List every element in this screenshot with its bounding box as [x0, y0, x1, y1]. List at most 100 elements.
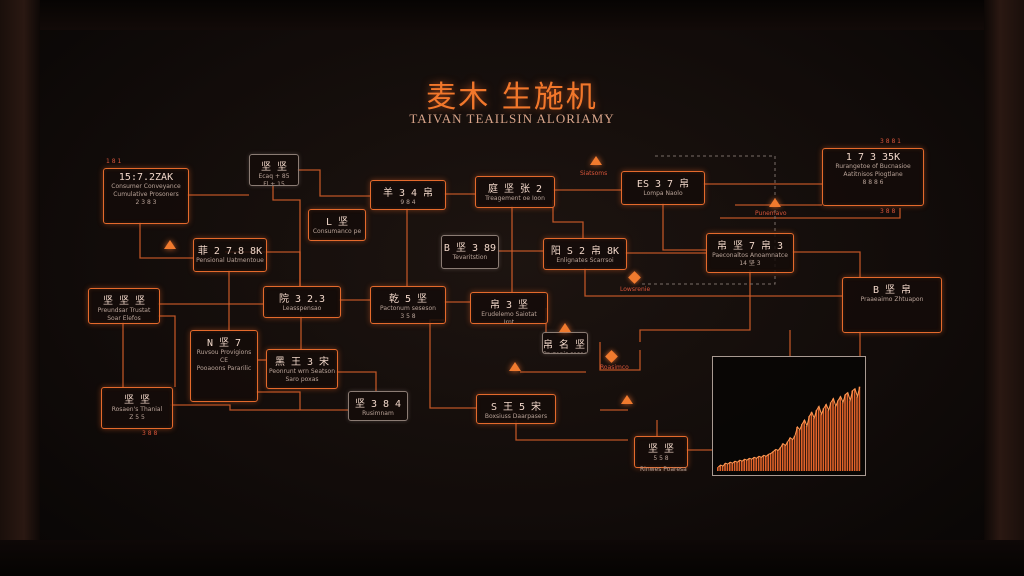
diagram-subtitle: TAIVAN TEAILSIN ALORIAMY — [409, 111, 615, 126]
node-title: 坚 坚 — [123, 395, 151, 406]
node-detail: 8 8 8 6 — [862, 179, 884, 186]
connector-line — [720, 208, 901, 219]
chart-bar — [820, 414, 822, 471]
chart-bar — [733, 461, 736, 471]
chart-bar — [808, 416, 810, 471]
node-title: 院 3 2.3 — [278, 294, 326, 305]
node-detail: Lompa Naolo — [643, 190, 683, 197]
chart-bar — [851, 390, 853, 471]
chart-bar — [839, 396, 841, 471]
node-detail: 9 8 4 — [400, 199, 416, 206]
chart-bar — [813, 418, 815, 471]
node-title: 坚 坚 — [260, 162, 288, 173]
tag-label: 3 8 8 — [880, 208, 896, 215]
tag-label: 1 8 1 — [106, 158, 122, 165]
chart-bar — [741, 461, 743, 471]
node-detail: Erudelemo Saiotat — [481, 311, 537, 318]
chart-bar — [717, 467, 719, 471]
chart-bar — [784, 445, 786, 471]
node-detail: 2 3 8 3 — [135, 199, 157, 206]
chart-bar — [853, 388, 856, 471]
chart-bar — [753, 457, 755, 471]
chart-bar — [736, 462, 738, 471]
connector-line — [429, 319, 476, 409]
node-detail: Ecaq + 85 — [258, 173, 290, 180]
node-detail: Preundsar Trustat — [97, 307, 151, 314]
chart-bar — [793, 435, 796, 471]
chart-bar — [745, 460, 748, 471]
chart-bar — [856, 396, 858, 471]
node-detail: CE — [220, 357, 228, 364]
node-title: 庭 坚 张 2 — [487, 184, 543, 195]
chart-bar — [779, 447, 781, 471]
diagram-title: 麦木 生施机 — [426, 80, 598, 115]
chart-bar — [849, 400, 851, 471]
connector-line — [170, 404, 348, 411]
chart-bar — [810, 412, 813, 471]
chart-bar — [760, 457, 762, 471]
node-detail: Pruzonis sasecaitor — [543, 351, 587, 353]
chart-bar — [822, 408, 825, 471]
warning-triangle-icon — [769, 198, 781, 207]
node-title: 阳 S 2 帛 8K — [550, 246, 620, 257]
chart-bar — [726, 464, 729, 471]
chart-bar — [815, 410, 817, 471]
chart-bar — [789, 437, 791, 471]
node-detail: Peonrunt wrn Seatson — [268, 368, 335, 375]
node-title: 菲 2 7.8 8K — [197, 246, 263, 257]
warning-triangle-icon — [164, 240, 176, 249]
chart-bar — [827, 410, 829, 471]
node-detail: Enlignates Scarrsoi — [556, 257, 614, 264]
tag-label: 3 8 8 — [142, 430, 158, 437]
chart-trend-line — [717, 386, 861, 468]
node-detail: Saro poxas — [285, 376, 319, 383]
connector-line — [139, 222, 193, 259]
connector-line — [515, 420, 628, 441]
tag-label: Roasimco — [600, 364, 629, 371]
dashed-group-outline — [640, 155, 776, 285]
tag-label: Punemavo — [755, 210, 787, 217]
bar-chart — [717, 386, 861, 471]
node-detail: 3 5 8 — [400, 313, 416, 320]
chart-bar — [743, 459, 745, 471]
node-detail: Treagement oe Ioon — [485, 195, 545, 202]
node-title: L 坚 — [325, 217, 349, 228]
node-title: 帛 3 坚 — [489, 300, 529, 311]
node-detail: Tevaritstion — [452, 254, 488, 261]
node-detail: Pactonum seseson — [380, 305, 436, 312]
chart-bar — [796, 426, 798, 471]
chart-bar — [721, 466, 724, 471]
chart-bar — [841, 402, 844, 471]
node-title: 羊 3 4 帛 — [382, 188, 434, 199]
diagram-node: 帛 名 坚 张Pruzonis sasecaitorRuaaon Buscoaa… — [542, 332, 588, 354]
chart-bar — [829, 402, 832, 471]
chart-bar — [825, 404, 827, 471]
connector-line — [272, 184, 301, 286]
chart-bar — [765, 456, 767, 471]
connector-line — [584, 268, 842, 297]
chart-bar — [774, 449, 777, 471]
node-title: B 坚 3 89 — [443, 243, 497, 254]
node-title: B 坚 帛 — [872, 285, 912, 296]
chart-bar — [798, 429, 801, 471]
node-detail: Consumer Conveyance — [111, 183, 181, 190]
node-title: 帛 名 坚 张 — [543, 340, 587, 351]
chart-bar — [844, 394, 846, 471]
bar-chart-panel — [712, 356, 866, 476]
warning-triangle-icon — [559, 323, 571, 332]
chart-bar — [767, 454, 769, 471]
node-detail: Leasspensao — [282, 305, 322, 312]
frame-left — [0, 0, 40, 576]
node-detail: Pooaoons Pararilic — [196, 365, 252, 372]
